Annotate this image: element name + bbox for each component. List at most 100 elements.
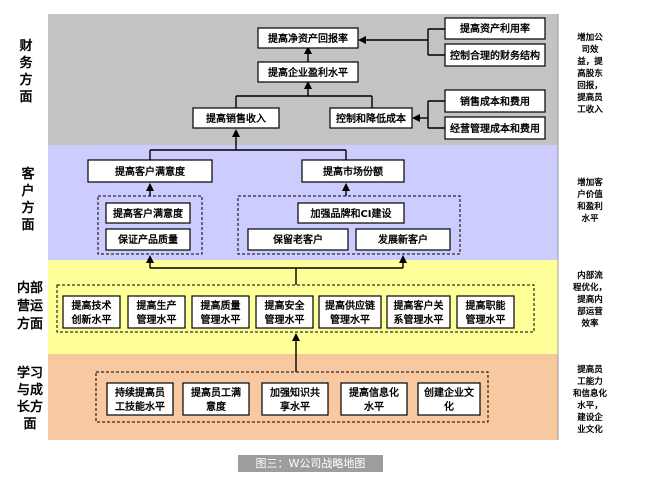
svg-text:水平: 水平: [363, 400, 384, 413]
svg-text:加强品牌和CI建设: 加强品牌和CI建设: [309, 207, 391, 220]
learning-item-3: 提高信息化 水平: [340, 382, 408, 416]
finance-mgmt-cost-box: 经营管理成本和费用: [444, 116, 546, 140]
internal-connectors: [146, 255, 407, 285]
learning-item-2: 加强知识共 享水平: [261, 382, 329, 416]
svg-text:高股东: 高股东: [577, 68, 603, 79]
svg-text:保留老客户: 保留老客户: [272, 233, 323, 246]
svg-text:方面: 方面: [17, 316, 43, 332]
svg-text:内部: 内部: [17, 280, 43, 296]
svg-text:销售成本和费用: 销售成本和费用: [460, 95, 530, 108]
svg-text:控制合理的财务结构: 控制合理的财务结构: [450, 49, 540, 62]
svg-text:管理水平: 管理水平: [201, 313, 241, 326]
finance-profit-box: 提高企业盈利水平: [257, 61, 359, 83]
svg-text:和信息化: 和信息化: [573, 388, 608, 399]
svg-text:持续提高员: 持续提高员: [115, 386, 165, 399]
internal-item-6: 提高职能 管理水平: [456, 295, 515, 329]
svg-text:面: 面: [21, 218, 34, 233]
finance-structure-box: 控制合理的财务结构: [444, 43, 546, 67]
svg-text:方: 方: [21, 200, 34, 216]
finance-sales-income-box: 提高销售收入: [192, 107, 280, 129]
svg-text:学习: 学习: [17, 365, 43, 381]
svg-text:户: 户: [21, 183, 34, 199]
learning-item-0: 持续提高员 工技能水平: [106, 382, 174, 416]
svg-text:和盈利: 和盈利: [577, 201, 603, 212]
svg-text:客: 客: [21, 166, 35, 182]
finance-right-note: 增加公 司效 益，提 高股东 回报， 提高员 工收入: [577, 32, 603, 115]
finance-perspective-label: 财 务 方 面: [19, 38, 33, 105]
finance-connectors: [235, 28, 445, 129]
svg-text:程优化，: 程优化，: [573, 282, 607, 293]
svg-text:提高净资产回报率: 提高净资产回报率: [268, 32, 348, 45]
svg-text:管理水平: 管理水平: [330, 313, 370, 326]
finance-asset-utilization-box: 提高资产利用率: [444, 17, 546, 40]
internal-perspective-label: 内部 营运 方面: [17, 280, 43, 332]
svg-text:增加客: 增加客: [577, 177, 603, 188]
svg-text:水平，: 水平，: [576, 400, 603, 411]
learning-item-4: 创建企业文 化: [417, 382, 481, 416]
svg-text:提高信息化: 提高信息化: [349, 386, 399, 399]
svg-text:提高质量: 提高质量: [201, 299, 241, 312]
svg-text:化: 化: [444, 400, 454, 413]
svg-text:内部流: 内部流: [577, 270, 603, 281]
svg-text:提高企业盈利水平: 提高企业盈利水平: [268, 66, 348, 79]
internal-group: [56, 284, 535, 333]
learning-group: [95, 371, 489, 423]
internal-item-2: 提高质量 管理水平: [191, 295, 250, 329]
svg-text:系管理水平: 系管理水平: [394, 313, 444, 326]
svg-text:提高职能: 提高职能: [466, 299, 506, 312]
svg-text:提高销售收入: 提高销售收入: [206, 112, 266, 125]
svg-text:提高供应链: 提高供应链: [325, 299, 376, 312]
svg-text:享水平: 享水平: [280, 400, 310, 413]
svg-text:工收入: 工收入: [577, 104, 603, 115]
svg-text:意度: 意度: [206, 400, 227, 413]
learning-connectors: [292, 333, 300, 372]
svg-text:管理水平: 管理水平: [137, 313, 177, 326]
figure-caption: 图三：W公司战略地图: [238, 455, 383, 472]
customer-satisfaction-box: 提高客户满意度: [105, 202, 191, 224]
svg-text:工技能水平: 工技能水平: [115, 400, 165, 413]
svg-text:加强知识共: 加强知识共: [269, 386, 320, 399]
finance-net-return-box: 提高净资产回报率: [257, 27, 359, 49]
svg-text:提高员工满: 提高员工满: [191, 386, 241, 399]
svg-text:户价值: 户价值: [576, 189, 603, 200]
svg-text:提高内: 提高内: [577, 294, 603, 305]
customer-product-quality-box: 保证产品质量: [105, 228, 191, 251]
svg-text:控制和降低成本: 控制和降低成本: [336, 112, 407, 125]
svg-text:提高客户满意度: 提高客户满意度: [115, 165, 186, 178]
svg-text:增加公: 增加公: [577, 32, 603, 43]
customer-connectors: [146, 129, 350, 196]
svg-text:面: 面: [23, 417, 36, 432]
svg-text:务: 务: [19, 55, 33, 71]
svg-text:水平: 水平: [580, 213, 599, 224]
finance-cost-control-box: 控制和降低成本: [329, 107, 413, 129]
svg-text:益，提: 益，提: [577, 56, 603, 67]
svg-text:与成: 与成: [17, 382, 43, 398]
learning-right-note: 提高员 工能力 和信息化 水平， 建设企 业文化: [573, 364, 608, 435]
svg-text:提高员: 提高员: [577, 92, 603, 103]
svg-text:财: 财: [19, 38, 32, 54]
internal-item-4: 提高供应链 管理水平: [318, 295, 382, 329]
internal-item-0: 提高技术 创新水平: [62, 295, 121, 329]
svg-text:营运: 营运: [17, 298, 43, 314]
svg-text:工能力: 工能力: [577, 376, 603, 387]
svg-text:发展新客户: 发展新客户: [377, 233, 428, 246]
svg-text:创建企业文: 创建企业文: [423, 386, 475, 399]
learning-perspective-label: 学习 与成 长方 面: [17, 365, 43, 432]
svg-text:部运营: 部运营: [577, 306, 603, 317]
svg-text:提高资产利用率: 提高资产利用率: [460, 22, 530, 35]
learning-item-1: 提高员工满 意度: [182, 382, 250, 416]
customer-brand-ci-box: 加强品牌和CI建设: [297, 202, 405, 224]
svg-text:效率: 效率: [581, 318, 599, 329]
svg-text:面: 面: [19, 90, 32, 105]
customer-satisfaction-top-box: 提高客户满意度: [87, 159, 213, 183]
svg-text:保证产品质量: 保证产品质量: [117, 233, 178, 246]
svg-text:司效: 司效: [581, 44, 599, 55]
internal-item-3: 提高安全 管理水平: [255, 295, 314, 329]
customer-develop-new-box: 发展新客户: [355, 228, 451, 251]
svg-text:回报，: 回报，: [577, 80, 603, 91]
internal-item-5: 提高客户关 系管理水平: [386, 295, 451, 329]
svg-text:建设企: 建设企: [576, 412, 603, 423]
svg-text:提高员: 提高员: [577, 364, 603, 375]
svg-text:业文化: 业文化: [577, 424, 603, 435]
